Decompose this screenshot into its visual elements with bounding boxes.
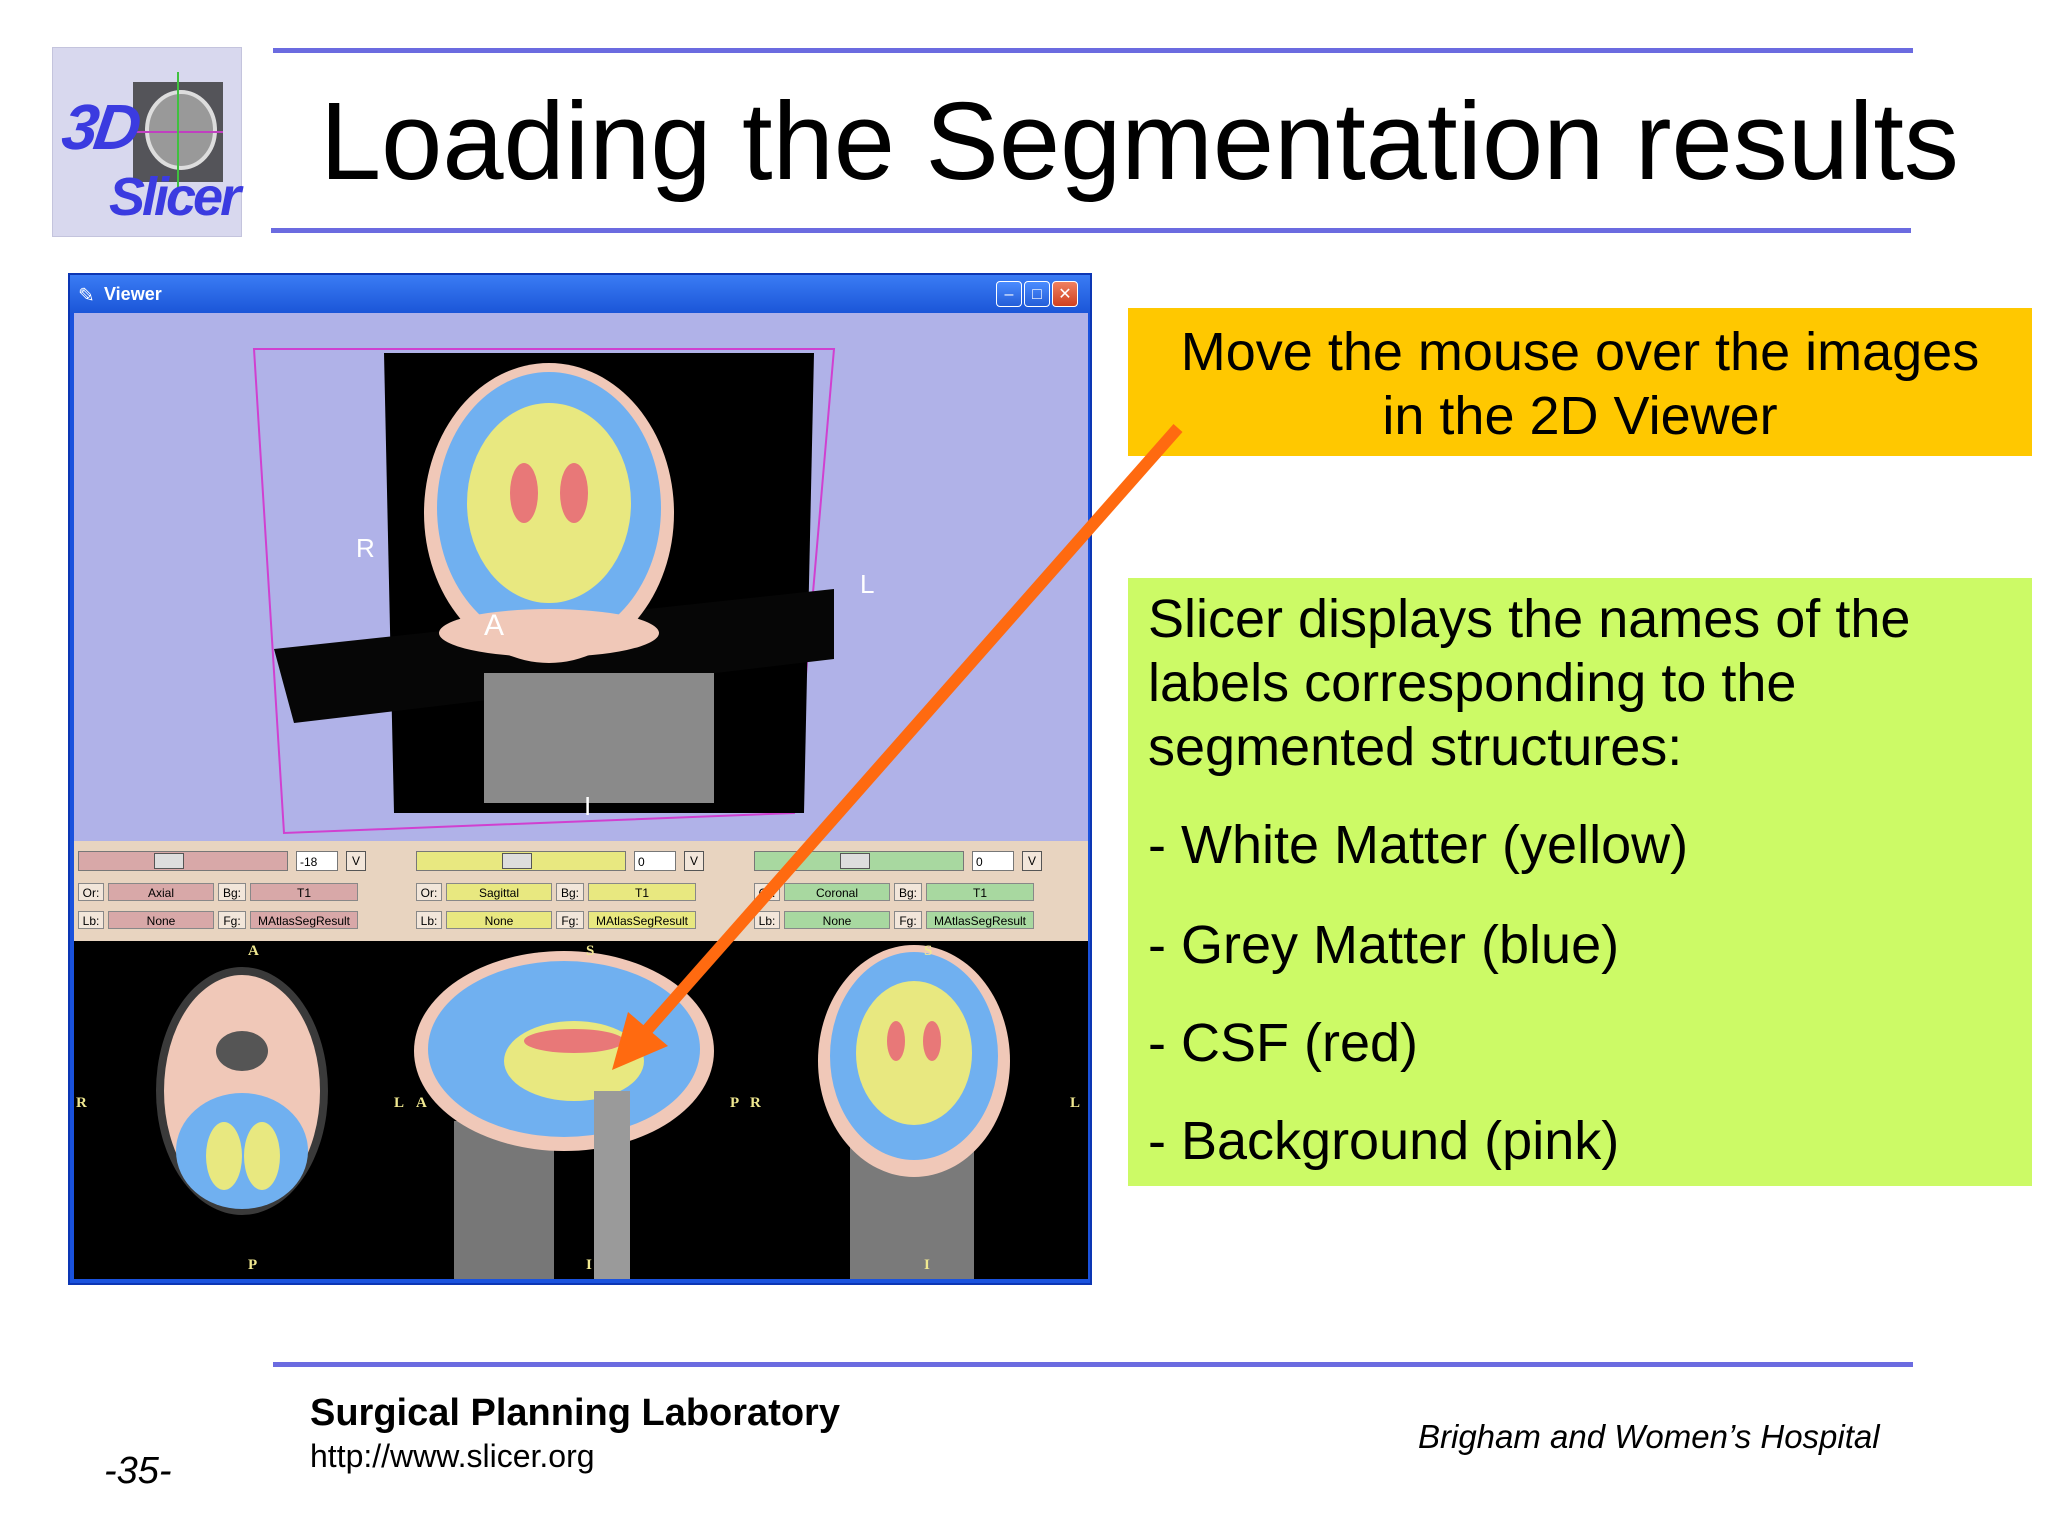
axial-slider-thumb[interactable]	[154, 853, 184, 869]
3d-view[interactable]: R L A I	[74, 313, 1088, 841]
slice-images	[156, 945, 1010, 1279]
callout-instruction-line1: Move the mouse over the images	[1180, 322, 1980, 382]
axial-axis-bottom: P	[248, 1257, 258, 1273]
label-csf: - CSF (red)	[1148, 1013, 1418, 1073]
sagittal-axis-top: S	[586, 943, 595, 959]
coronal-slice-image[interactable]	[818, 945, 1010, 1279]
axial-visibility-button[interactable]: V	[346, 851, 366, 871]
coronal-controls: 0 V Or: Coronal Bg: T1 Lb: None Fg: MAtl…	[750, 841, 1088, 941]
coronal-lb-label: Lb:	[754, 911, 780, 929]
axial-controls: -18 V Or: Axial Bg: T1 Lb: None Fg: MAtl…	[74, 841, 412, 941]
3d-label-left: L	[860, 569, 875, 599]
label-white-matter: - White Matter (yellow)	[1148, 815, 1689, 875]
callout-instruction: Move the mouse over the images in the 2D…	[1128, 308, 2032, 456]
axial-axis-top: A	[248, 943, 259, 959]
axial-bg-label: Bg:	[218, 883, 246, 901]
coronal-axis-top: S	[924, 943, 933, 959]
sagittal-slider-thumb[interactable]	[502, 853, 532, 869]
sagittal-axis-right: P	[730, 1095, 740, 1111]
coronal-fg-menu[interactable]: MAtlasSegResult	[926, 911, 1034, 929]
footer-lab: Surgical Planning Laboratory	[310, 1392, 840, 1434]
footer-hospital: Brigham and Women’s Hospital	[1418, 1418, 1880, 1455]
viewer-window[interactable]: ✎ Viewer – □ ✕ R L A I	[68, 273, 1092, 1285]
axial-fg-menu[interactable]: MAtlasSegResult	[250, 911, 358, 929]
viewer-title: Viewer	[104, 284, 162, 304]
sagittal-label-menu[interactable]: None	[446, 911, 552, 929]
coronal-orientation-menu[interactable]: Coronal	[784, 883, 890, 901]
3d-label-right: R	[356, 533, 375, 563]
axial-orientation-menu[interactable]: Axial	[108, 883, 214, 901]
sagittal-bg-menu[interactable]: T1	[588, 883, 696, 901]
coronal-bg-label: Bg:	[894, 883, 922, 901]
logo-text-3d: 3D	[57, 91, 142, 163]
sagittal-fg-label: Fg:	[556, 911, 584, 929]
callout-intro-line2: labels corresponding to the	[1148, 653, 1797, 713]
sagittal-lb-label: Lb:	[416, 911, 442, 929]
sagittal-axis-left: A	[416, 1095, 427, 1111]
coronal-label-menu[interactable]: None	[784, 911, 890, 929]
sagittal-orientation-menu[interactable]: Sagittal	[446, 883, 552, 901]
coronal-visibility-button[interactable]: V	[1022, 851, 1042, 871]
sagittal-offset-field[interactable]: 0	[634, 851, 676, 871]
page-number: -35-	[104, 1450, 172, 1492]
footer-rule	[273, 1362, 1913, 1367]
slice-controls: -18 V Or: Axial Bg: T1 Lb: None Fg: MAtl…	[74, 841, 1088, 941]
logo-text-slicer: Slicer	[109, 167, 241, 227]
axial-label-menu[interactable]: None	[108, 911, 214, 929]
sagittal-visibility-button[interactable]: V	[684, 851, 704, 871]
3d-label-inferior: I	[584, 791, 592, 821]
coronal-fg-label: Fg:	[894, 911, 922, 929]
coronal-axis-bottom: I	[924, 1257, 930, 1273]
sagittal-bg-label: Bg:	[556, 883, 584, 901]
header-rule-bottom	[271, 228, 1911, 233]
maximize-button[interactable]: □	[1024, 281, 1050, 307]
header-rule-top	[273, 48, 1913, 53]
slide-title: Loading the Segmentation results	[320, 80, 1959, 203]
slicer-logo: 3D Slicer	[52, 47, 242, 237]
axial-or-label: Or:	[78, 883, 104, 901]
coronal-axis-left: R	[750, 1095, 761, 1111]
axial-axis-right: L	[394, 1095, 405, 1111]
label-grey-matter: - Grey Matter (blue)	[1148, 915, 1620, 975]
slice-views: A P R L S I A P S I R L	[74, 941, 1088, 1279]
axial-axis-left: R	[76, 1095, 87, 1111]
callout-intro-line1: Slicer displays the names of the	[1148, 589, 1911, 649]
feather-icon: ✎	[78, 285, 95, 307]
axial-fg-label: Fg:	[218, 911, 246, 929]
sagittal-controls: 0 V Or: Sagittal Bg: T1 Lb: None Fg: MAt…	[412, 841, 750, 941]
callout-labels: Slicer displays the names of the labels …	[1128, 578, 2032, 1186]
axial-lb-label: Lb:	[78, 911, 104, 929]
axial-offset-field[interactable]: -18	[296, 851, 338, 871]
coronal-slider-thumb[interactable]	[840, 853, 870, 869]
viewer-titlebar[interactable]: ✎ Viewer – □ ✕	[70, 275, 1090, 313]
label-background: - Background (pink)	[1148, 1111, 1620, 1171]
sagittal-slice-image[interactable]	[414, 951, 714, 1279]
coronal-bg-menu[interactable]: T1	[926, 883, 1034, 901]
3d-scene	[252, 348, 836, 835]
footer-url[interactable]: http://www.slicer.org	[310, 1438, 595, 1474]
sagittal-or-label: Or:	[416, 883, 442, 901]
3d-label-anterior: A	[484, 609, 505, 642]
coronal-offset-field[interactable]: 0	[972, 851, 1014, 871]
sagittal-axis-bottom: I	[586, 1257, 592, 1273]
coronal-or-label: Or:	[754, 883, 780, 901]
coronal-axis-right: L	[1070, 1095, 1081, 1111]
3d-coronal-brain	[424, 363, 674, 663]
logo-brain-icon	[133, 72, 223, 192]
callout-intro-line3: segmented structures:	[1148, 717, 1683, 777]
axial-bg-menu[interactable]: T1	[250, 883, 358, 901]
minimize-button[interactable]: –	[996, 281, 1022, 307]
sagittal-fg-menu[interactable]: MAtlasSegResult	[588, 911, 696, 929]
axial-slice-image[interactable]	[156, 967, 328, 1215]
callout-instruction-line2: in the 2D Viewer	[1382, 386, 1778, 446]
close-button[interactable]: ✕	[1052, 281, 1078, 307]
